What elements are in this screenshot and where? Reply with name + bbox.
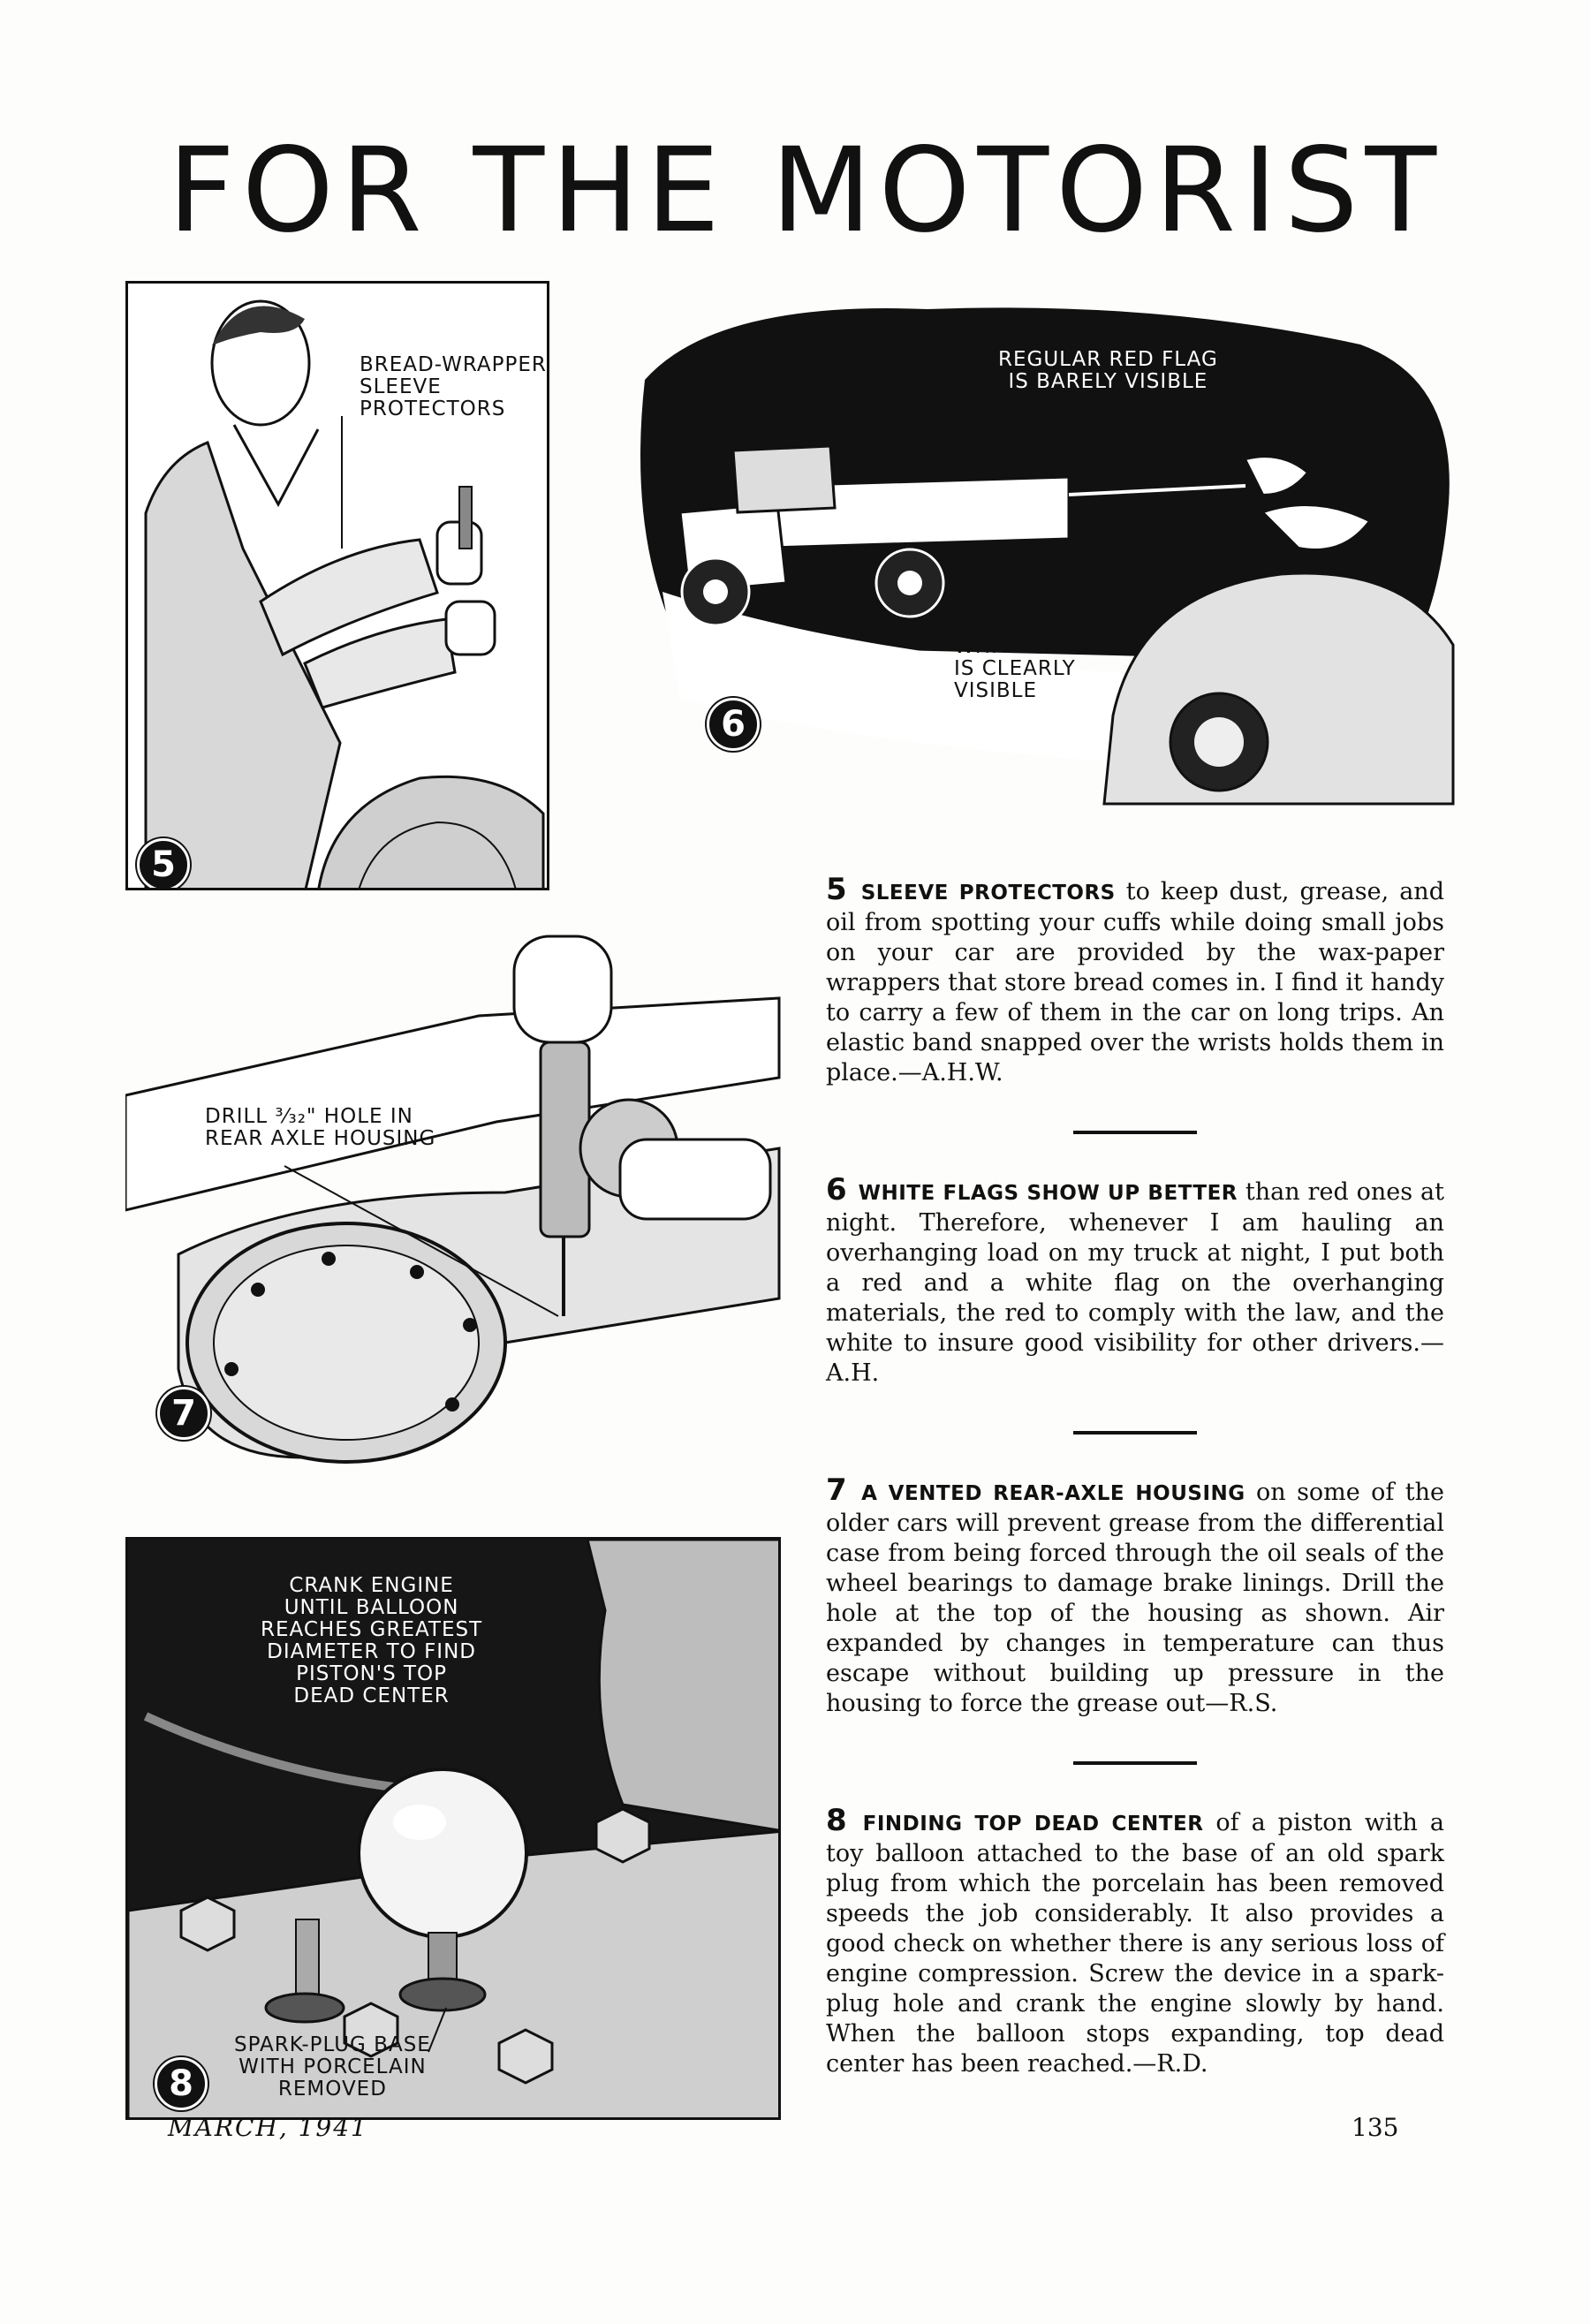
- figure-8-spark-plug-label: SPARK-PLUG BASE WITH PORCELAIN REMOVED: [234, 2033, 431, 2101]
- figure-5-illustration: [144, 299, 545, 888]
- article-8-heading: FINDING TOP DEAD CENTER: [862, 1813, 1204, 1836]
- figure-8-illustration: [128, 1540, 778, 2117]
- figure-6-red-flag-label: REGULAR RED FLAG IS BARELY VISIBLE: [998, 348, 1218, 393]
- article-5-number: 5: [826, 872, 847, 907]
- article-5-body: to keep dust, grease, and oil from spott…: [826, 878, 1444, 1086]
- figure-7-illustration: [125, 935, 781, 1464]
- footer-date: MARCH, 1941: [168, 2113, 368, 2142]
- article-7-body: on some of the older cars will prevent g…: [826, 1479, 1444, 1717]
- article-column: 5 SLEEVE PROTECTORS to keep dust, grease…: [826, 874, 1444, 2079]
- figure-5-number: 5: [137, 838, 190, 888]
- article-7-number: 7: [826, 1472, 847, 1508]
- figure-7-label: DRILL ³⁄₃₂" HOLE IN REAR AXLE HOUSING: [205, 1105, 436, 1150]
- article-5: 5 SLEEVE PROTECTORS to keep dust, grease…: [826, 874, 1444, 1088]
- section-divider: [1073, 1131, 1197, 1134]
- page-title: FOR THE MOTORIST: [168, 123, 1444, 259]
- figure-6-illustration: [640, 307, 1455, 806]
- figure-6-flags: REGULAR RED FLAG IS BARELY VISIBLE ADDIT…: [610, 274, 1458, 813]
- article-7: 7 A VENTED REAR-AXLE HOUSING on some of …: [826, 1475, 1444, 1719]
- article-6-number: 6: [826, 1172, 847, 1207]
- figure-7-number: 7: [157, 1387, 210, 1440]
- article-7-heading: A VENTED REAR-AXLE HOUSING: [861, 1482, 1246, 1505]
- article-6-heading: WHITE FLAGS SHOW UP BETTER: [858, 1182, 1238, 1205]
- article-5-heading: SLEEVE PROTECTORS: [860, 882, 1116, 905]
- section-divider: [1073, 1761, 1197, 1765]
- figure-6-number: 6: [707, 698, 760, 751]
- figure-5-sleeve-protectors: BREAD-WRAPPER SLEEVE PROTECTORS 5: [125, 281, 549, 890]
- article-6-body: than red ones at night. Therefore, whene…: [826, 1178, 1444, 1387]
- section-divider: [1073, 1431, 1197, 1435]
- figure-8-crank-label: CRANK ENGINE UNTIL BALLOON REACHES GREAT…: [261, 1574, 483, 1707]
- figure-8-number: 8: [155, 2057, 208, 2110]
- article-8: 8 FINDING TOP DEAD CENTER of a piston wi…: [826, 1805, 1444, 2079]
- article-6: 6 WHITE FLAGS SHOW UP BETTER than red on…: [826, 1175, 1444, 1389]
- page-number: 135: [1352, 2113, 1399, 2142]
- article-8-body: of a piston with a toy balloon attached …: [826, 1809, 1444, 2078]
- figure-5-label: BREAD-WRAPPER SLEEVE PROTECTORS: [360, 353, 547, 420]
- article-8-number: 8: [826, 1803, 847, 1838]
- figure-6-white-flag-label: ADDITIONAL WHITE FLAG IS CLEARLY VISIBLE: [954, 613, 1089, 702]
- figure-7-axle-housing: DRILL ³⁄₃₂" HOLE IN REAR AXLE HOUSING 7: [125, 927, 797, 1475]
- figure-8-top-dead-center: CRANK ENGINE UNTIL BALLOON REACHES GREAT…: [125, 1537, 781, 2120]
